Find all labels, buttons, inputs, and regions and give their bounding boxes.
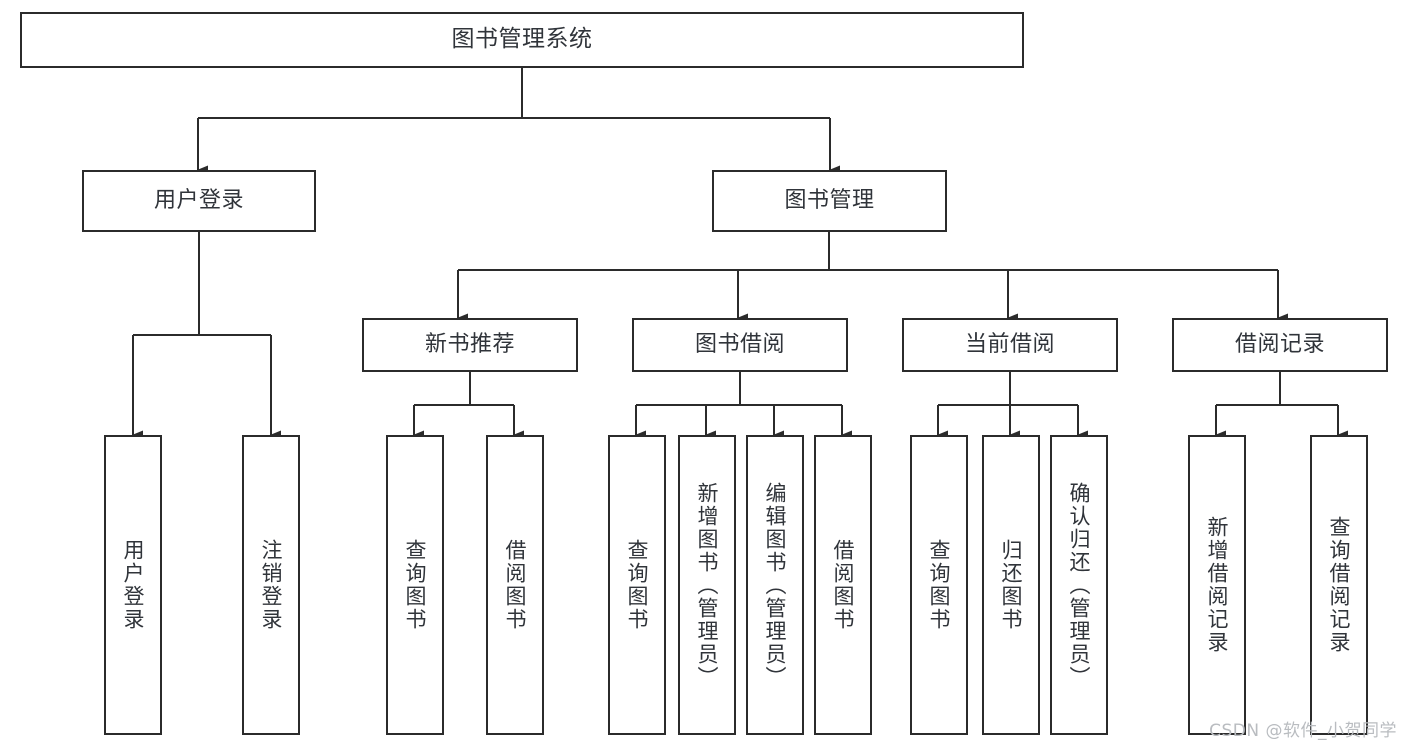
node-level3-2[interactable]: 当前借阅 <box>902 318 1118 372</box>
node-leaf-1[interactable]: 注销登录 <box>242 435 300 735</box>
node-leaf-12-label: 查询借阅记录 <box>1327 516 1352 654</box>
node-leaf-6[interactable]: 编辑图书（管理员） <box>746 435 804 735</box>
node-level3-2-label: 当前借阅 <box>964 331 1055 357</box>
node-leaf-8-label: 查询图书 <box>927 539 952 631</box>
node-leaf-9-label: 归还图书 <box>999 539 1024 631</box>
node-leaf-4-label: 查询图书 <box>625 539 650 631</box>
node-level3-0[interactable]: 新书推荐 <box>362 318 578 372</box>
node-level3-1-label: 图书借阅 <box>694 331 785 357</box>
node-leaf-8[interactable]: 查询图书 <box>910 435 968 735</box>
node-leaf-3-label: 借阅图书 <box>503 539 528 631</box>
node-leaf-6-label: 编辑图书（管理员） <box>763 481 788 689</box>
node-level2-1-label: 图书管理 <box>784 187 875 213</box>
node-leaf-11[interactable]: 新增借阅记录 <box>1188 435 1246 735</box>
node-root-title[interactable]: 图书管理系统 <box>20 12 1024 68</box>
node-leaf-11-label: 新增借阅记录 <box>1205 516 1230 654</box>
node-level3-3[interactable]: 借阅记录 <box>1172 318 1388 372</box>
node-level2-1[interactable]: 图书管理 <box>712 170 947 232</box>
node-leaf-5-label: 新增图书（管理员） <box>695 481 720 689</box>
node-leaf-9[interactable]: 归还图书 <box>982 435 1040 735</box>
node-level3-0-label: 新书推荐 <box>424 331 515 357</box>
node-leaf-7[interactable]: 借阅图书 <box>814 435 872 735</box>
node-leaf-2-label: 查询图书 <box>403 539 428 631</box>
node-level3-1[interactable]: 图书借阅 <box>632 318 848 372</box>
node-level2-0-label: 用户登录 <box>153 187 244 213</box>
node-root-title-label: 图书管理系统 <box>451 26 593 53</box>
node-leaf-10[interactable]: 确认归还（管理员） <box>1050 435 1108 735</box>
node-leaf-0-label: 用户登录 <box>121 539 146 631</box>
node-level3-3-label: 借阅记录 <box>1234 331 1325 357</box>
node-leaf-5[interactable]: 新增图书（管理员） <box>678 435 736 735</box>
node-level2-0[interactable]: 用户登录 <box>82 170 316 232</box>
node-leaf-10-label: 确认归还（管理员） <box>1067 481 1092 689</box>
node-leaf-7-label: 借阅图书 <box>831 539 856 631</box>
node-leaf-1-label: 注销登录 <box>259 539 284 631</box>
node-leaf-0[interactable]: 用户登录 <box>104 435 162 735</box>
node-leaf-2[interactable]: 查询图书 <box>386 435 444 735</box>
node-leaf-4[interactable]: 查询图书 <box>608 435 666 735</box>
node-leaf-12[interactable]: 查询借阅记录 <box>1310 435 1368 735</box>
node-leaf-3[interactable]: 借阅图书 <box>486 435 544 735</box>
